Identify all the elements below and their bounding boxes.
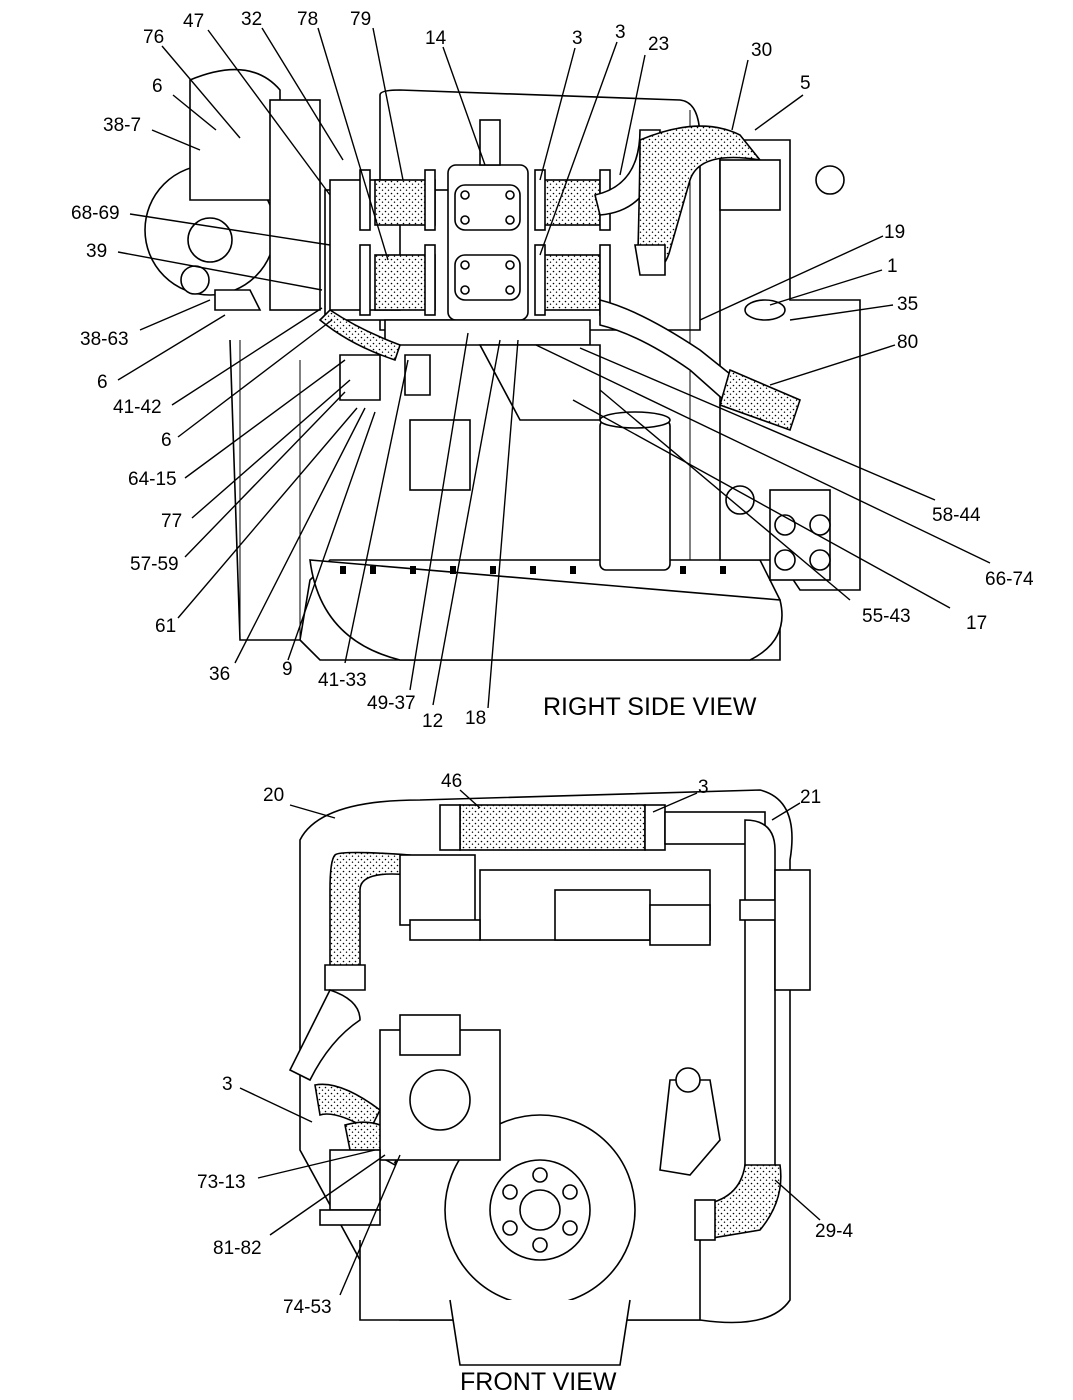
callout-label: 74-53	[283, 1297, 332, 1318]
callout-label: 3	[698, 777, 709, 798]
callout-label: 17	[966, 613, 987, 634]
callout-label: 80	[897, 332, 918, 353]
callout-label: 76	[143, 27, 164, 48]
callout-label: 21	[800, 787, 821, 808]
oil-pan-bolts	[340, 566, 726, 574]
callout-label: 41-33	[318, 670, 367, 691]
callout-label: 36	[209, 664, 230, 685]
callout-label: 79	[350, 9, 371, 30]
view-title: RIGHT SIDE VIEW	[543, 693, 757, 721]
callout-label: 38-63	[80, 329, 129, 350]
callout-label: 64-15	[128, 469, 177, 490]
callout-label: 3	[572, 28, 583, 49]
callout-label: 20	[263, 785, 284, 806]
front-view-callouts: 20 46 3 21 3 73-13 81-82 74-53 29-4 FRON…	[197, 771, 853, 1396]
callout-label: 6	[97, 372, 108, 393]
callout-label: 38-7	[103, 115, 141, 136]
leader-lines	[117, 27, 991, 1296]
front-engine-drawing	[288, 789, 811, 1366]
right-side-engine-drawing	[144, 68, 861, 661]
callout-label: 32	[241, 9, 262, 30]
callout-label: 47	[183, 11, 204, 32]
callout-label: 61	[155, 616, 176, 637]
callout-label: 39	[86, 241, 107, 262]
callout-label: 1	[887, 256, 898, 277]
callout-label: 19	[884, 222, 905, 243]
callout-label: 68-69	[71, 203, 120, 224]
callout-label: 9	[282, 659, 293, 680]
callout-label: 5	[800, 73, 811, 94]
callout-label: 58-44	[932, 505, 981, 526]
callout-label: 35	[897, 294, 918, 315]
view-title: FRONT VIEW	[460, 1368, 617, 1396]
callout-label: 78	[297, 9, 318, 30]
callout-label: 49-37	[367, 693, 416, 714]
callout-label: 66-74	[985, 569, 1034, 590]
callout-label: 14	[425, 28, 447, 49]
callout-label: 6	[152, 76, 163, 97]
callout-label: 73-13	[197, 1172, 246, 1193]
callout-label: 77	[161, 511, 182, 532]
callout-label: 41-42	[113, 397, 162, 418]
right-side-callouts: 76 47 32 78 79 14 3 3 23 30 5 6 38-7 68-…	[71, 9, 1034, 732]
callout-label: 6	[161, 430, 172, 451]
callout-label: 46	[441, 771, 462, 792]
callout-label: 57-59	[130, 554, 179, 575]
callout-label: 81-82	[213, 1238, 262, 1259]
callout-label: 29-4	[815, 1221, 853, 1242]
callout-label: 23	[648, 34, 669, 55]
callout-label: 3	[615, 22, 626, 43]
callout-label: 18	[465, 708, 486, 729]
callout-label: 3	[222, 1074, 233, 1095]
callout-label: 12	[422, 711, 443, 732]
callout-label: 55-43	[862, 606, 911, 627]
callout-label: 30	[751, 40, 772, 61]
